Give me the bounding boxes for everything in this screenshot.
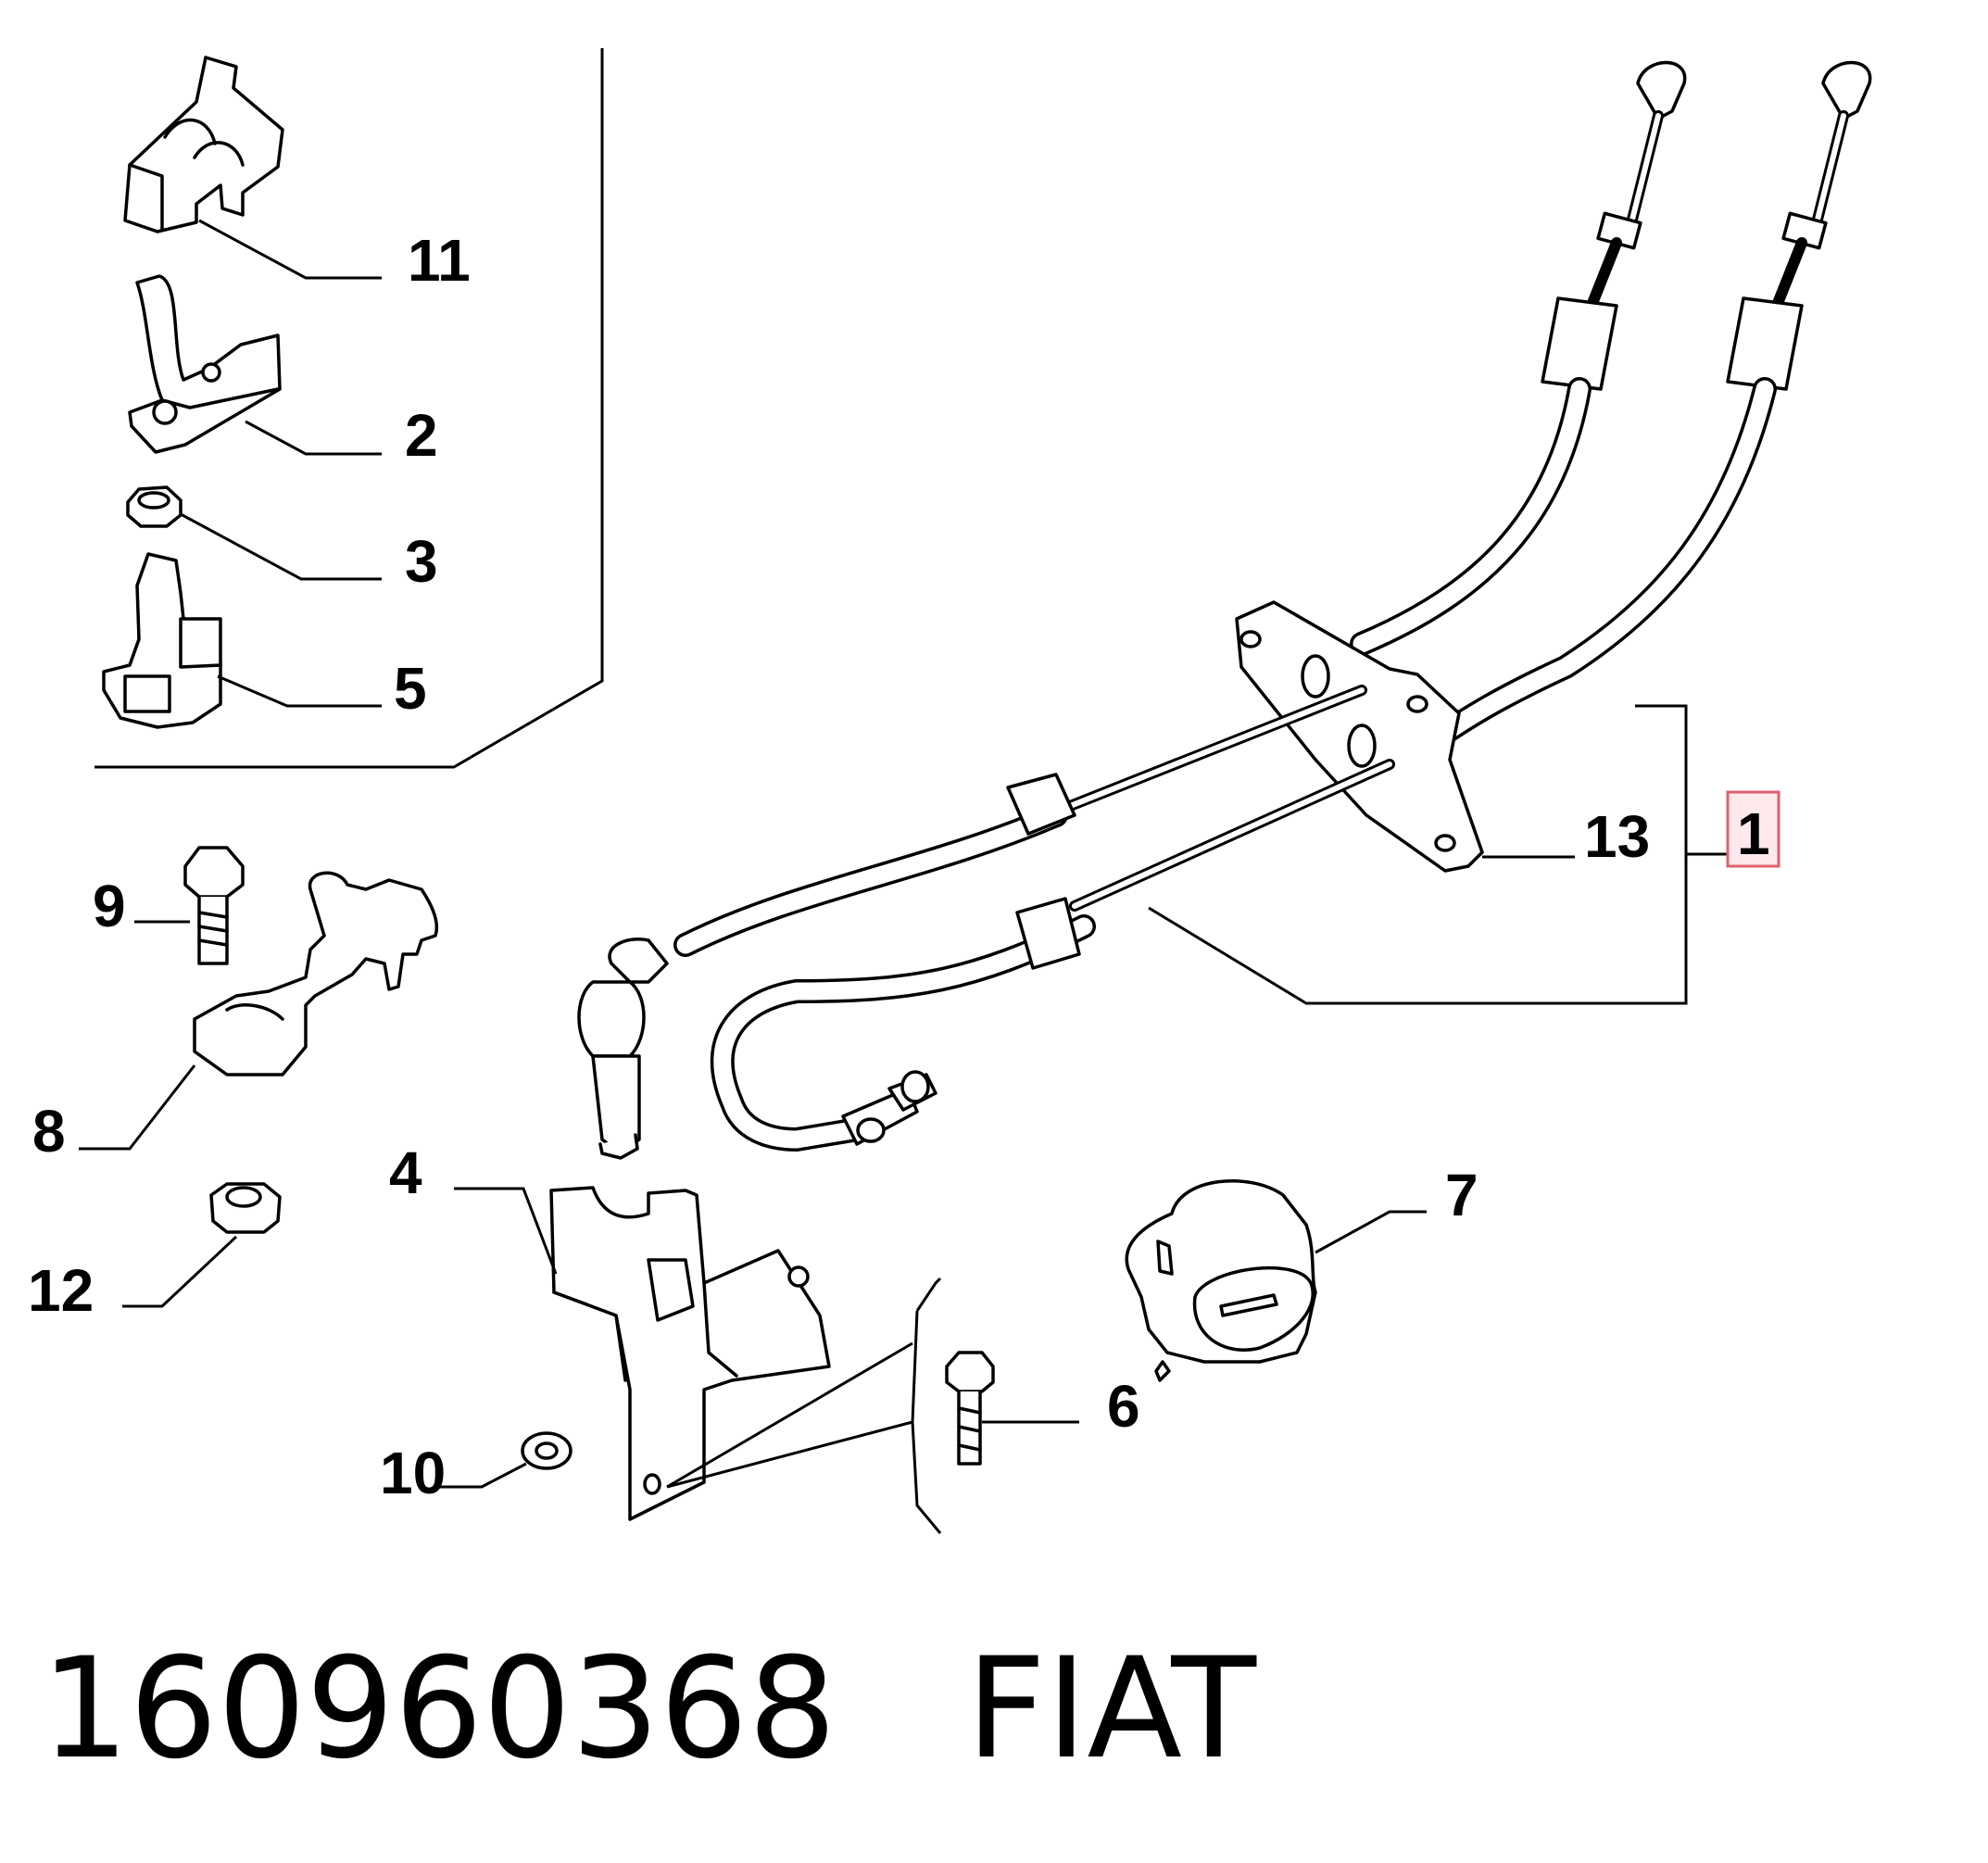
- part-5-clip-holder: [102, 552, 222, 729]
- callout-10: 10: [380, 1440, 446, 1506]
- callout-9: 9: [93, 873, 126, 939]
- part-4-support-bracket: [549, 1186, 831, 1521]
- callout-12: 12: [28, 1257, 94, 1324]
- exploded-parts-diagram: 11 2 3 5 9 8 4 12 10 6 7 13 1: [28, 48, 1872, 1534]
- part-9-bolt: [183, 846, 245, 965]
- callout-5: 5: [394, 655, 427, 722]
- brand-name: FIAT: [965, 1629, 1257, 1790]
- callout-11: 11: [408, 227, 471, 294]
- part-number: 160960368: [41, 1629, 837, 1790]
- callout-13: 13: [1584, 803, 1650, 870]
- part-6-bolt: [945, 1351, 995, 1466]
- gearshift-cables: [1350, 60, 1872, 762]
- callout-1-highlight-box: [1726, 790, 1780, 868]
- callout-2: 2: [405, 402, 438, 469]
- callout-7: 7: [1445, 1162, 1478, 1228]
- callout-1: 1: [1737, 800, 1770, 867]
- callout-8: 8: [32, 1098, 66, 1164]
- part-13-mounting-plate: [1235, 600, 1484, 873]
- callout-6: 6: [1107, 1373, 1140, 1440]
- part-7-boot-cover: [1125, 1179, 1317, 1382]
- part-11-clip: [123, 56, 284, 233]
- part-8-selector-lever: [193, 871, 438, 1076]
- callout-4: 4: [389, 1139, 422, 1206]
- part-2-bracket: [128, 274, 282, 454]
- part-3-nut: [126, 485, 182, 528]
- part-12-nut: [209, 1182, 282, 1234]
- callout-3: 3: [405, 528, 438, 595]
- cable-sheaths: [577, 685, 1395, 1160]
- parts-group-frame: [94, 48, 604, 769]
- part-10-washer: [521, 1431, 572, 1470]
